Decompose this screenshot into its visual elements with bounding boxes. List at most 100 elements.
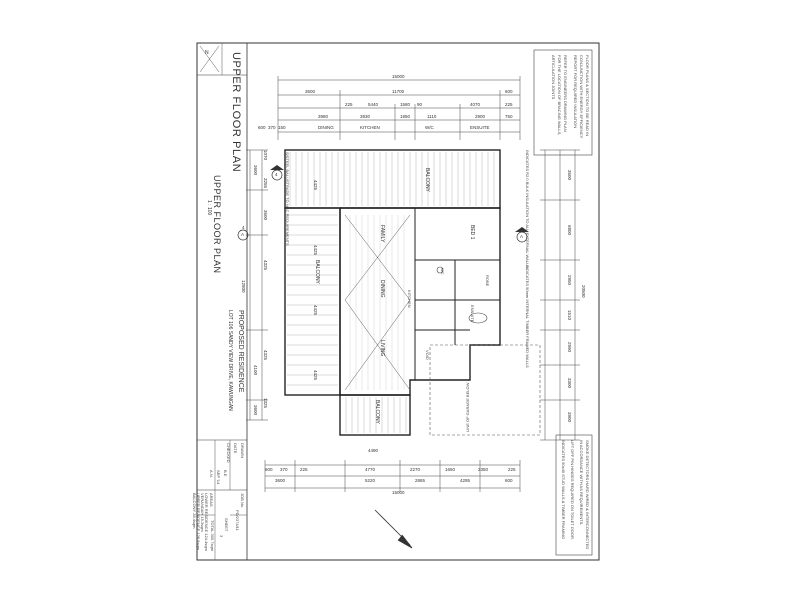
dim-right-chain: 3600 [567, 170, 572, 181]
room-wc: WC [440, 268, 445, 275]
drawn-value: B.E [223, 470, 228, 477]
bottom-dimension-lines [264, 460, 521, 492]
top-dimension-lines [277, 76, 521, 140]
dim-bottom-chain: 3600 [275, 478, 286, 483]
checked-label: CHECKED [226, 443, 231, 463]
garage-below-note: LINE OF GARAGE BELOW [465, 382, 470, 432]
dim-top-chain: 90 [417, 102, 423, 107]
section-mark: A [241, 232, 245, 237]
sheet-title: UPPER FLOOR PLAN [230, 52, 242, 173]
insulation-internal-note: INDICATES 90mm INTERNAL TIMBER FRAMED WA… [525, 265, 530, 368]
room-kitchen: KITCHEN [407, 290, 412, 308]
dim-left-room: 4325 [263, 350, 268, 361]
dim-right-chain: 2990 [567, 342, 572, 353]
drawing-scale: 1 : 100 [206, 200, 212, 216]
dim-bottom-room: 225 [508, 467, 516, 472]
insulation-external-note: INDICATES R2.0 BULK INSULATION TO ALL EX… [525, 150, 530, 268]
dim-bottom-room: 2270 [410, 467, 421, 472]
note-line: REPORT FOR REQUIRED INSULATION [573, 55, 578, 129]
dim-top-chain: 5440 [368, 102, 379, 107]
dim-top-room: 3980 [318, 114, 329, 119]
bath-symbol [468, 312, 488, 324]
note-line: IN ACCORDANCE WITH AS REQUIREMENTS. [579, 440, 584, 526]
toilet-symbol [436, 266, 444, 274]
sheet-border [196, 42, 600, 561]
dim-top-small: 150 [278, 125, 286, 130]
notes-box-top [533, 49, 593, 156]
internal-walls [414, 208, 500, 380]
job-no-value: PD/2374/11 [235, 510, 240, 531]
garage-below-line [429, 344, 541, 436]
dim-top-overall: 15000 [392, 74, 405, 79]
dim-left-chain: 12800 [241, 280, 246, 293]
notes-box-bottom [555, 434, 593, 556]
dim-top-overall-2: 11700 [392, 89, 405, 94]
room-balcony-top: BALCONY [424, 168, 430, 192]
dim-top-right: 600 [505, 89, 513, 94]
dim-top-room-name: W/C [425, 125, 434, 130]
dim-top-chain: 1580 [400, 102, 411, 107]
dim-balcony-width: 4425 [313, 305, 318, 316]
dim-top-room-name: ENSUITE [470, 125, 490, 130]
areas-title: AREAS [209, 493, 214, 507]
dim-top-chain: 225 [345, 102, 353, 107]
dim-bottom-overall: 15000 [392, 490, 405, 495]
dim-top-room: 1110 [427, 114, 437, 119]
dim-top-room-name: KITCHEN [360, 125, 380, 130]
dim-top-room: 2900 [475, 114, 486, 119]
dim-top-small: 600 [258, 125, 266, 130]
balcony-hatching [287, 152, 495, 433]
balustrade-note: S/STEEL BALUSTRADE TO NCC REQUIREMENTS [285, 152, 290, 246]
dim-balcony-width: 4425 [313, 370, 318, 381]
section-mark: 4 [275, 172, 278, 177]
dim-top-small: 370 [268, 125, 276, 130]
dim-bottom-room: 2350 [478, 467, 489, 472]
north-label: N [205, 50, 209, 56]
raking-ceiling-lines [344, 214, 411, 391]
floor-boards [349, 215, 405, 390]
note-line: LIFT OFF PIN HINGES REQUIRED ON TOILET D… [570, 440, 575, 540]
dim-right-chain: 3300 [567, 378, 572, 389]
project-name: PROPOSED RESIDENCE [237, 310, 244, 393]
date-value: SEP '14 [216, 470, 221, 485]
area-line: TOTAL 300.7sqm [210, 520, 215, 552]
dim-top-chain: 225 [505, 102, 513, 107]
room-living: LIVING [379, 340, 385, 357]
dim-left-room: 4325 [263, 260, 268, 271]
dim-bottom-room: 600 [265, 467, 273, 472]
right-dimension-lines [540, 149, 580, 441]
note-line: FOR THE LOCATION OF BRACING WALLS, [557, 55, 562, 136]
dim-left-room: 1325 [263, 398, 268, 409]
dim-top-chain: 4070 [470, 102, 481, 107]
note-line: INDICATES 90x45 STUD WALLS & TIMBER FRAM… [561, 440, 566, 540]
dim-bottom-chain: 600 [505, 478, 513, 483]
dim-bottom-room: 4770 [365, 467, 376, 472]
project-address: LOT 106 SANDY VIEW DRIVE, KAWUNGAN [227, 310, 233, 411]
dim-right-chain: 6800 [567, 225, 572, 236]
dim-right-chain: 3900 [567, 412, 572, 423]
north-arrow [374, 509, 413, 549]
dim-bottom-room: 370 [280, 467, 288, 472]
room-ensuite: ENSUITE [470, 305, 475, 323]
dim-top-room: 3930 [360, 114, 371, 119]
dim-left-room: 3600 [263, 210, 268, 221]
room-bed1: BED 1 [469, 225, 475, 240]
dim-bottom-balcony: 4490 [368, 448, 379, 453]
dim-top-room-name: DINING [318, 125, 334, 130]
room-robe: ROBE [485, 275, 490, 287]
dim-balcony-width: 4425 [313, 180, 318, 191]
sheet-label: SHEET [224, 518, 229, 532]
section-markers [237, 165, 529, 243]
dim-right-overall: 20500 [581, 285, 586, 298]
drawn-label: DRAWN [240, 443, 245, 458]
dim-bottom-room: 225 [300, 467, 308, 472]
dim-left-room: 1070 [263, 150, 268, 161]
room-balcony-bottom: BALCONY [374, 400, 380, 424]
note-line: ARTICULATION JOINTS [551, 55, 556, 100]
dim-left-chain: 3600 [253, 405, 258, 416]
dim-top-room: 750 [505, 114, 513, 119]
sheet-value: 3 [219, 535, 224, 538]
note-line: SMOKE DETECTORS HARD WIRED & INTERCONNEC… [585, 440, 590, 550]
